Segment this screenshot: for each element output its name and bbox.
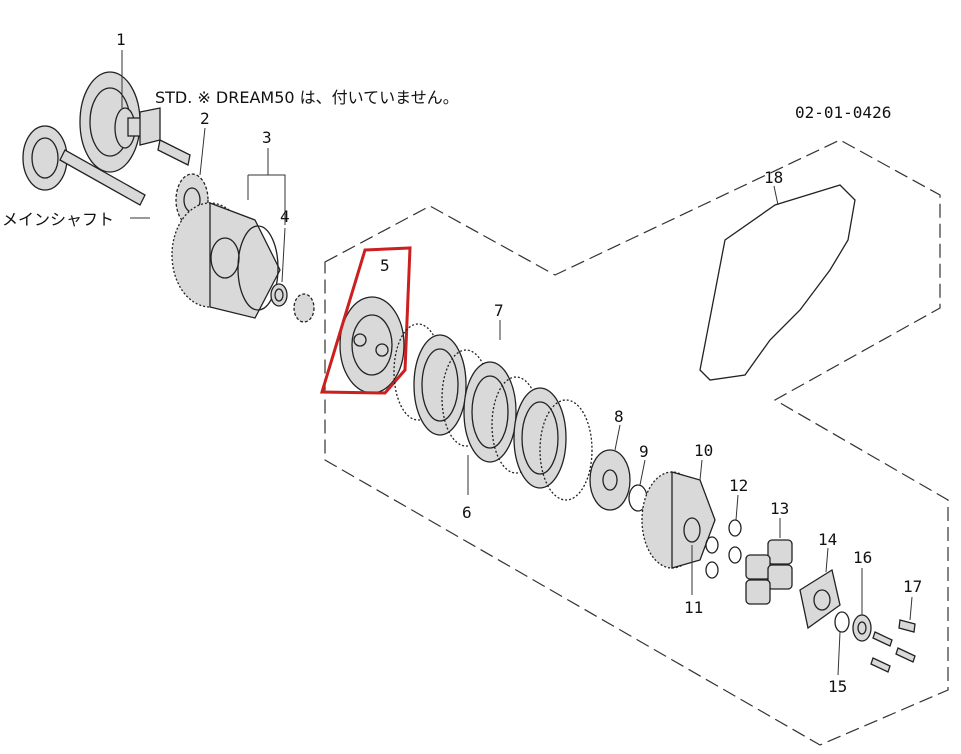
part-label-15: 15 (828, 677, 847, 696)
part-14-drawing (799, 568, 841, 630)
part-18-drawing (699, 184, 856, 381)
part-13-drawing (745, 539, 793, 605)
part-label-18: 18 (764, 168, 783, 187)
group-outline-clutch (324, 139, 949, 746)
part-8-drawing (589, 449, 631, 511)
part-3-drawing (171, 202, 281, 319)
part-4-drawing (270, 283, 315, 323)
compatibility-note: STD. ※ DREAM50 は、付いていません。 (155, 88, 459, 107)
part-label-11: 11 (684, 598, 703, 617)
part-17-drawing (870, 619, 916, 673)
part-label-16: 16 (853, 548, 872, 567)
part-label-2: 2 (200, 109, 210, 128)
clutch-plates-stack (393, 323, 593, 501)
part-5-highlight-box (319, 246, 412, 395)
part-label-3: 3 (262, 128, 272, 147)
part-10-drawing (641, 471, 716, 569)
part-label-4: 4 (280, 207, 290, 226)
part-label-7: 7 (494, 301, 504, 320)
part-label-17: 17 (903, 577, 922, 596)
part-label-5: 5 (380, 256, 390, 275)
part-label-9: 9 (639, 442, 649, 461)
part-label-10: 10 (694, 441, 713, 460)
part-16-drawing (852, 614, 872, 642)
part-label-8: 8 (614, 407, 624, 426)
part-label-14: 14 (818, 530, 837, 549)
main-shaft-label: メインシャフト (2, 210, 114, 229)
part-label-12: 12 (729, 476, 748, 495)
part-label-1: 1 (116, 30, 126, 49)
diagram-code: 02-01-0426 (795, 103, 891, 122)
part-1-drawing (22, 71, 191, 206)
part-label-6: 6 (462, 503, 472, 522)
leader-lines (121, 50, 913, 676)
part-12-drawing (705, 519, 742, 579)
part-15-drawing (834, 611, 850, 633)
part-label-13: 13 (770, 499, 789, 518)
